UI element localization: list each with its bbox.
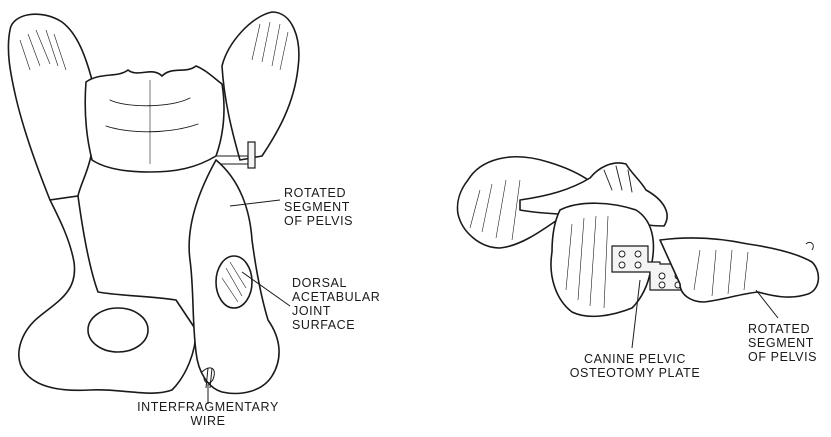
pelvis-lateral-view bbox=[457, 157, 818, 317]
label-canine-pelvic-osteotomy-plate: CANINE PELVIC OSTEOTOMY PLATE bbox=[560, 352, 710, 380]
left-ilial-wing bbox=[8, 14, 95, 200]
ilial-plate bbox=[248, 142, 255, 168]
left-obturator-foramen bbox=[88, 308, 148, 352]
label-rotated-segment-right: ROTATED SEGMENT OF PELVIS bbox=[748, 322, 817, 364]
label-interfragmentary-wire: INTERFRAGMENTARY WIRE bbox=[128, 400, 288, 428]
sacrum bbox=[85, 66, 224, 172]
rotated-segment-right-figure bbox=[660, 238, 818, 302]
left-ischium bbox=[19, 196, 196, 393]
label-rotated-segment-left: ROTATED SEGMENT OF PELVIS bbox=[284, 186, 353, 228]
label-dorsal-acetabular-joint-surface: DORSAL ACETABULAR JOINT SURFACE bbox=[292, 276, 380, 332]
